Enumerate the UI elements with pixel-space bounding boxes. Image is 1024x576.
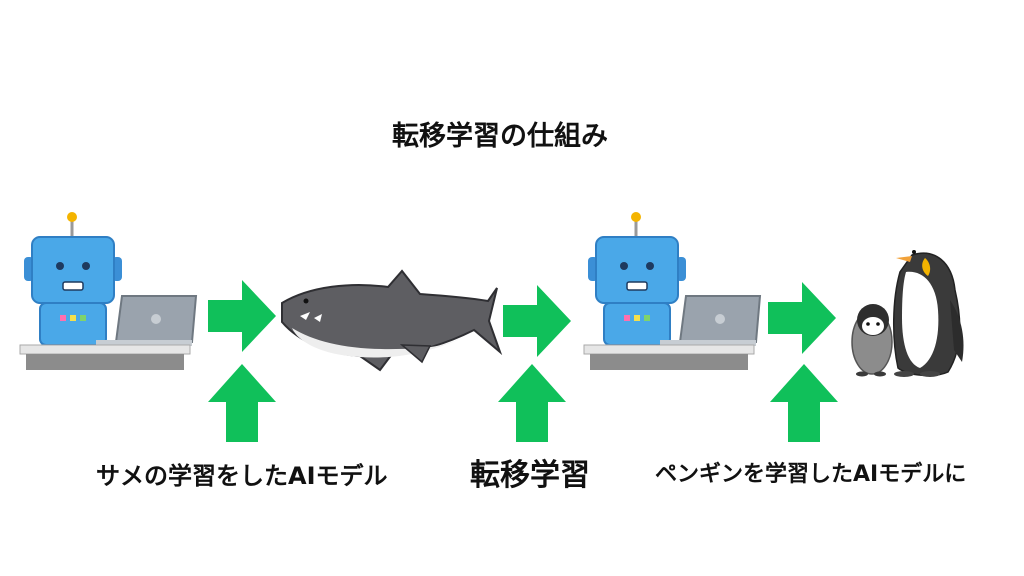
- diagram-title: 転移学習の仕組み: [392, 121, 608, 152]
- shark-icon: [281, 269, 503, 372]
- arrow-right-icon: [503, 285, 571, 357]
- penguin-chick-icon: [851, 304, 893, 377]
- arrow-right-icon: [768, 282, 836, 354]
- source-model-label: サメの学習をしたAIモデル: [96, 462, 388, 490]
- transfer-learning-label: 転移学習: [470, 458, 590, 493]
- arrow-up-icon: [498, 364, 566, 442]
- robot-icon: [18, 210, 198, 372]
- arrow-up-icon: [208, 364, 276, 442]
- robot-icon: [582, 210, 762, 372]
- target-model-label: ペンギンを学習したAIモデルに: [655, 462, 967, 487]
- penguin-icon: [893, 250, 964, 377]
- arrow-right-icon: [208, 280, 276, 352]
- arrow-up-icon: [770, 364, 838, 442]
